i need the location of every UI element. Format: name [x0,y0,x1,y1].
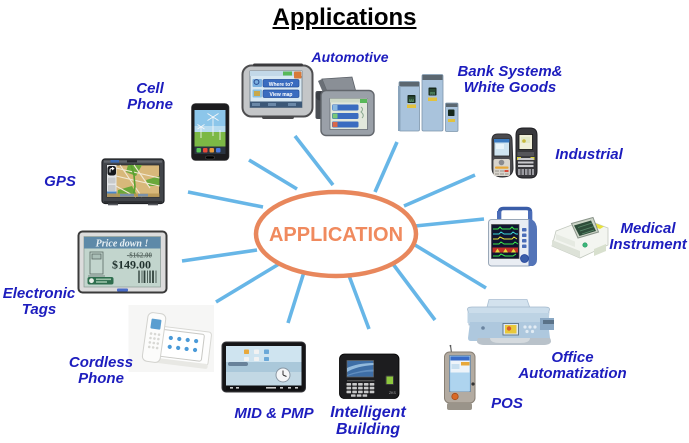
svg-text:888: 888 [430,92,436,96]
svg-text:Price down !: Price down ! [96,239,149,250]
svg-text:ZKS: ZKS [389,391,396,395]
svg-text:$149.00: $149.00 [112,258,151,272]
svg-text:888: 888 [409,99,415,103]
svg-text:View map: View map [270,92,293,98]
svg-text:APPLICATION: APPLICATION [269,224,403,246]
svg-text:-$162.00: -$162.00 [127,252,153,260]
svg-text:Where to?: Where to? [269,82,293,88]
